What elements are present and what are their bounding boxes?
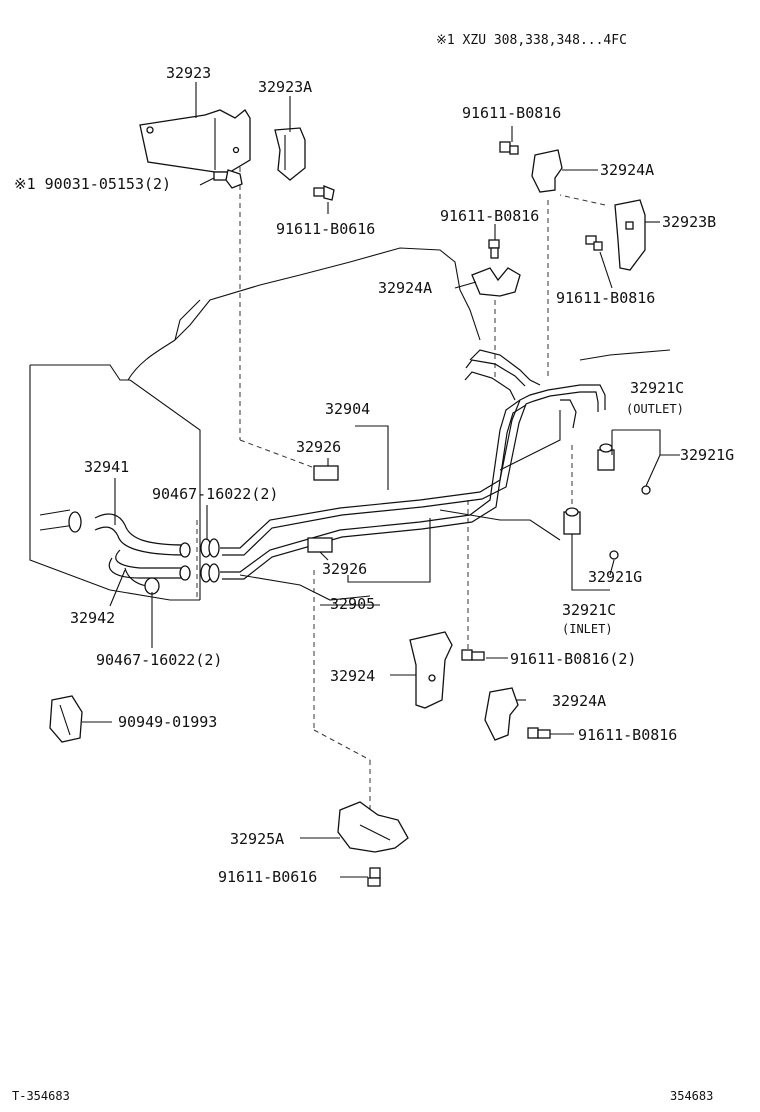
fitting-32926-a	[313, 465, 339, 481]
label-32926-a: 32926	[296, 438, 341, 456]
clip-32924A-mid	[471, 267, 521, 297]
label-32923: 32923	[166, 64, 211, 82]
label-32921C-inlet: 32921C	[562, 601, 616, 619]
model-note: ※1 XZU 308,338,348...4FC	[436, 33, 627, 48]
bolt-icon-91611-b0816-b	[488, 239, 500, 259]
bolt-icon-91611-b0816-2	[461, 649, 485, 661]
hose-32942	[108, 549, 191, 595]
label-90467-16022-b: 90467-16022(2)	[96, 651, 222, 669]
bolt-icon-90031	[213, 169, 243, 189]
leader-lines	[82, 82, 680, 878]
label-90031-05153: ※1 90031-05153(2)	[14, 175, 171, 193]
label-32921G-a: 32921G	[680, 446, 734, 464]
clip-32923A	[274, 127, 306, 181]
label-32923A: 32923A	[258, 78, 312, 96]
label-32942: 32942	[70, 609, 115, 627]
label-91611-b0816-a: 91611-B0816	[462, 104, 561, 122]
footer-right: 354683	[670, 1089, 713, 1103]
label-32923B: 32923B	[662, 213, 716, 231]
clip-32924A-top	[531, 149, 563, 193]
label-32941: 32941	[84, 458, 129, 476]
gasket-32921G-a	[641, 485, 651, 495]
fitting-32926-b	[307, 537, 333, 553]
bolt-icon-91611-b0816-d	[527, 727, 551, 739]
clip-32924A-bot	[484, 687, 519, 741]
label-91611-b0616-top: 91611-B0616	[276, 220, 375, 238]
label-32921C-outlet: 32921C	[630, 379, 684, 397]
label-32924A-top: 32924A	[600, 161, 654, 179]
label-91611-b0616-bot: 91611-B0616	[218, 868, 317, 886]
bolt-icon-91611-b0816-a	[499, 141, 519, 155]
footer-left: T-354683	[12, 1089, 70, 1103]
bracket-32924	[409, 631, 453, 709]
label-32921G-b: 32921G	[588, 568, 642, 586]
label-inlet: (INLET)	[562, 622, 613, 636]
gasket-32921G-b	[609, 550, 619, 560]
bolt-icon-91611-b0616-bot	[367, 867, 381, 887]
union-32921C-inlet	[563, 507, 581, 535]
hose-32941	[68, 511, 191, 558]
label-32905: 32905	[330, 595, 375, 613]
label-32904: 32904	[325, 400, 370, 418]
bolt-icon-91611-b0816-c	[585, 235, 603, 251]
engine-outline	[29, 247, 671, 601]
union-32921C-outlet	[597, 443, 615, 471]
pipe-assembly-32904	[220, 349, 606, 580]
label-90949-01993: 90949-01993	[118, 713, 217, 731]
label-32924A-bot: 32924A	[552, 692, 606, 710]
clamp-90467-a	[200, 538, 220, 558]
bracket-32923	[139, 109, 251, 173]
label-outlet: (OUTLET)	[626, 402, 684, 416]
clamp-90467-b	[200, 563, 220, 583]
clip-90949	[49, 695, 83, 743]
label-90467-16022-a: 90467-16022(2)	[152, 485, 278, 503]
label-32924A-mid: 32924A	[378, 279, 432, 297]
bracket-32923B	[614, 199, 646, 271]
label-91611-b0816-d: 91611-B0816	[578, 726, 677, 744]
label-91611-b0816-b: 91611-B0816	[440, 207, 539, 225]
bracket-32925A	[337, 801, 409, 853]
label-32926-b: 32926	[322, 560, 367, 578]
label-91611-b0816-c: 91611-B0816	[556, 289, 655, 307]
label-91611-b0816-2: 91611-B0816(2)	[510, 650, 636, 668]
label-32924: 32924	[330, 667, 375, 685]
label-32925A: 32925A	[230, 830, 284, 848]
bolt-icon-91611-b0616-top	[313, 185, 335, 201]
